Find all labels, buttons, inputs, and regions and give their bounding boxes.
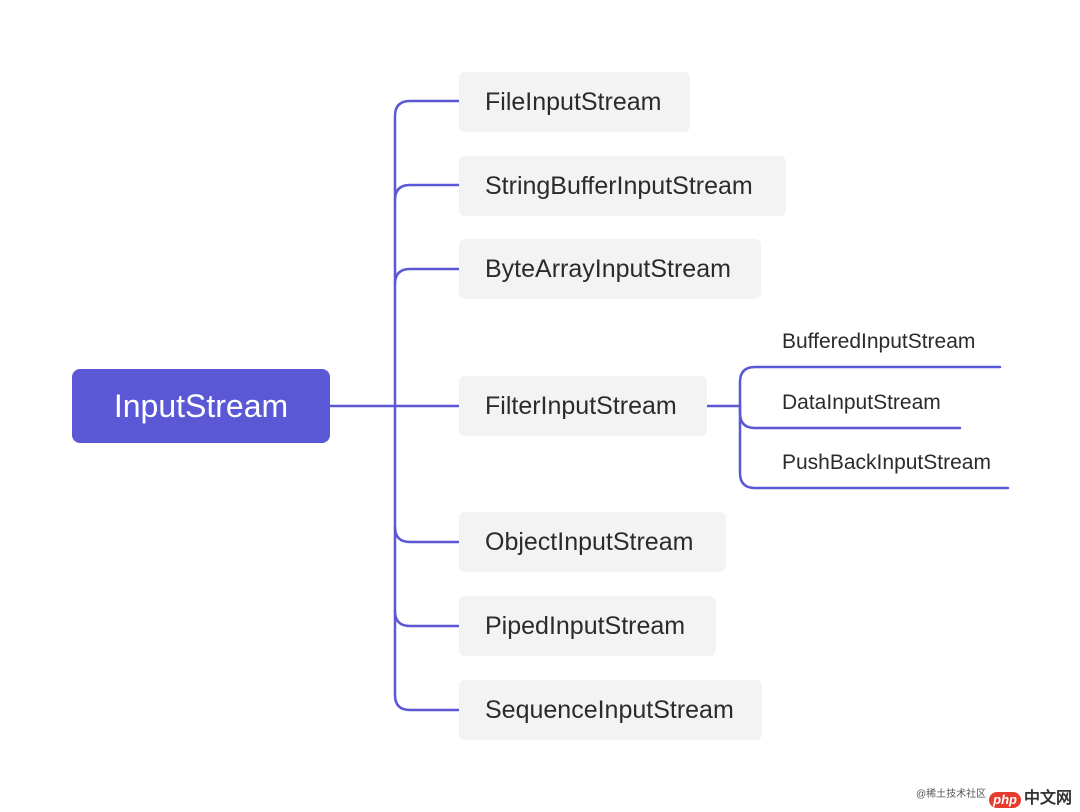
connector-trunk-top: [393, 99, 461, 408]
node-filter-input-stream: FilterInputStream: [459, 376, 707, 436]
watermark: @稀土技术社区 php 中文网: [916, 784, 1072, 808]
root-node: InputStream: [72, 369, 330, 443]
watermark-php-logo: php: [989, 792, 1021, 808]
node-label: PipedInputStream: [485, 611, 686, 640]
node-string-buffer-input-stream: StringBufferInputStream: [459, 156, 786, 216]
connector-branch-6: [393, 609, 461, 628]
connector-sub-3: [738, 404, 1010, 490]
watermark-cn: 中文网: [1023, 790, 1072, 807]
node-data-input-stream: DataInputStream: [782, 391, 941, 414]
node-label: SequenceInputStream: [485, 695, 734, 724]
watermark-small: @稀土技术社区: [916, 789, 987, 800]
root-label: InputStream: [113, 387, 289, 424]
node-label: ByteArrayInputStream: [485, 254, 731, 283]
node-buffered-input-stream: BufferedInputStream: [782, 330, 976, 353]
connector-branch-2: [393, 183, 461, 202]
node-piped-input-stream: PipedInputStream: [459, 596, 716, 656]
connector-trunk-bottom: [393, 404, 461, 712]
node-label: FileInputStream: [485, 87, 662, 116]
node-label: ObjectInputStream: [485, 527, 694, 556]
node-label: FilterInputStream: [485, 391, 677, 420]
node-push-back-input-stream: PushBackInputStream: [782, 451, 991, 474]
node-object-input-stream: ObjectInputStream: [459, 512, 726, 572]
connector-branch-3: [393, 267, 461, 286]
connector-branch-5: [393, 525, 461, 544]
node-byte-array-input-stream: ByteArrayInputStream: [459, 239, 761, 299]
connector-sub-1: [738, 365, 1002, 408]
node-file-input-stream: FileInputStream: [459, 72, 690, 132]
node-label: StringBufferInputStream: [485, 171, 753, 200]
node-sequence-input-stream: SequenceInputStream: [459, 680, 762, 740]
